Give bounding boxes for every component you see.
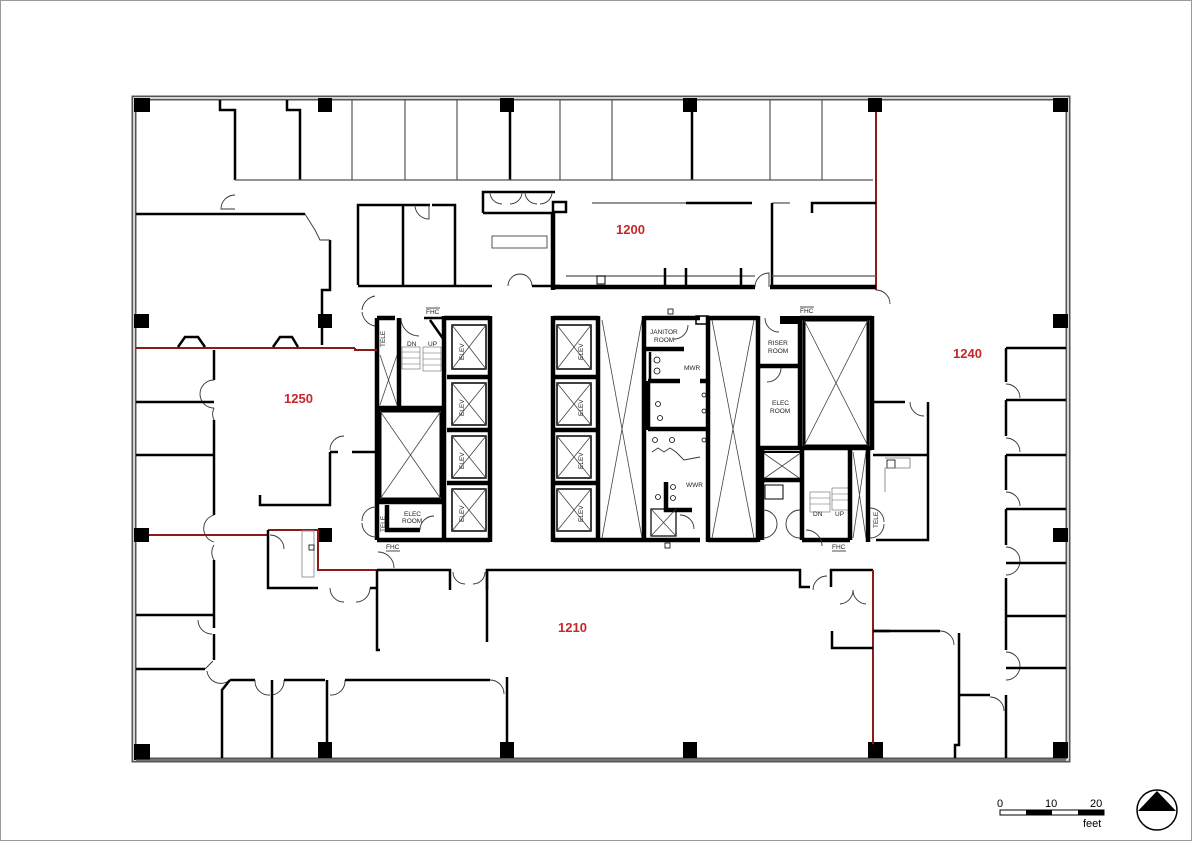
north-center-rooms (356, 190, 560, 288)
room-label-1200: 1200 (616, 222, 645, 237)
tele-label-nw: TELE (380, 330, 387, 347)
stair-up-label-se: UP (835, 511, 844, 518)
janitor-room-label: ROOM (654, 337, 674, 344)
elev-label-e1: ELEV (578, 343, 585, 360)
stair-up-label: UP (428, 341, 437, 348)
scale-tick-10: 10 (1045, 798, 1057, 810)
elev-label-e3: ELEV (578, 452, 585, 469)
stair-nw: DN UP (401, 341, 442, 372)
fhc-label-sw: FHC (386, 544, 400, 551)
room-label-1210: 1210 (558, 620, 587, 635)
elev-label-e4: ELEV (578, 505, 585, 522)
riser-room-label: ROOM (768, 348, 788, 355)
structural-columns (134, 98, 1068, 760)
suite-1210: 1210 (377, 568, 890, 744)
janitor-label: JANITOR (650, 329, 678, 336)
elev-label-e2: ELEV (578, 399, 585, 416)
scale-unit-label: feet (1083, 818, 1101, 830)
elec-room-label-e: ROOM (770, 408, 790, 415)
scale-tick-0: 0 (997, 798, 1003, 810)
suite-1240: 1240 (873, 346, 1066, 758)
scale-tick-20: 20 (1090, 798, 1102, 810)
wwr-label: WWR (686, 482, 703, 489)
fhc-label-ne: FHC (800, 308, 814, 315)
tele-label-sw: TELE (380, 515, 387, 532)
suite-1250: 1250 (136, 335, 377, 617)
east-core: ELEV ELEV ELEV ELEV JANITOR ROOM MWR (550, 306, 885, 552)
room-label-1240: 1240 (953, 346, 982, 361)
elev-label-w3: ELEV (459, 452, 466, 469)
north-offices (218, 100, 877, 290)
elevator-bank-east: ELEV ELEV ELEV ELEV (553, 324, 596, 532)
northwest-room (136, 194, 332, 345)
west-core: TELE FHC DN UP ELEC ROOM TELE FHC (361, 295, 493, 569)
elevator-bank-west: ELEV ELEV ELEV ELEV (447, 324, 490, 532)
suite-1200: 1200 (550, 200, 891, 305)
mwr-label: MWR (684, 365, 701, 372)
elev-label-w1: ELEV (459, 343, 466, 360)
stair-dn-label-se: DN (813, 511, 823, 518)
elec-label-w: ELEC (404, 511, 421, 518)
elev-label-w2: ELEV (459, 399, 466, 416)
room-label-1250: 1250 (284, 391, 313, 406)
stair-dn-label: DN (407, 341, 417, 348)
fhc-label-se: FHC (832, 544, 846, 551)
north-arrow-icon (1136, 789, 1178, 831)
elev-label-w4: ELEV (459, 505, 466, 522)
elec-room-label-w: ROOM (402, 518, 422, 525)
scale-bar: 0 10 20 feet (997, 798, 1105, 830)
tele-label-se: TELE (873, 511, 880, 528)
stair-se: DN UP (809, 487, 851, 518)
fhc-label-nw: FHC (426, 309, 440, 316)
southwest-offices (136, 570, 509, 758)
elec-label-e: ELEC (772, 400, 789, 407)
riser-label: RISER (768, 340, 788, 347)
